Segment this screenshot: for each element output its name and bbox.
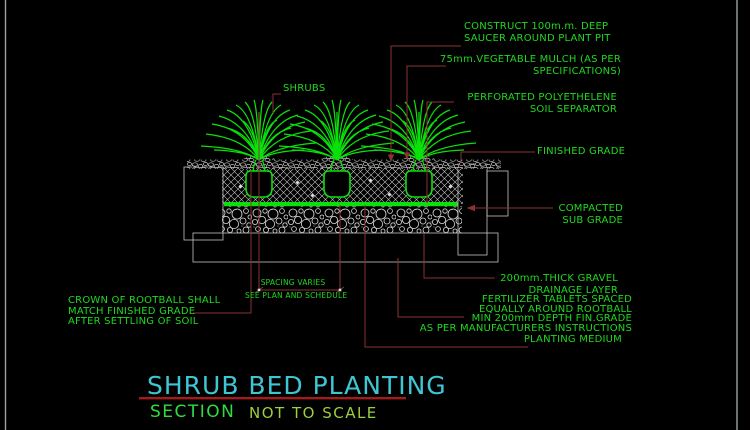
drawing-subtitle-scale: NOT TO SCALE [249,404,378,422]
mulch-band [187,155,501,169]
label-saucer: CONSTRUCT 100m.m. DEEP SAUCER AROUND PLA… [464,21,611,44]
label-planting-medium: PLANTING MEDIUM [523,334,622,345]
gravel-drainage-layer [222,206,462,234]
label-gravel: 200mm.THICK GRAVEL DRAINAGE LAYER [500,273,618,296]
label-shrubs: SHRUBS [283,83,326,94]
label-crown: CROWN OF ROOTBALL SHALL MATCH FINISHED G… [68,295,221,328]
leader-lines [193,45,553,348]
label-mulch: 75mm.VEGETABLE MULCH (AS PER SPECIFICATI… [439,54,621,77]
label-spacing-varies: SPACING VARIES [260,278,326,287]
soil-separator-line [224,202,458,207]
label-finished-grade: FINISHED GRADE [537,146,626,157]
label-see-plan: SEE PLAN AND SCHEDULE [245,291,348,300]
label-soil-separator: PERFORATED POLYETHELENE SOIL SEPARATOR [467,92,617,115]
sheet-border-lines [4,0,738,430]
spacing-dimension [254,286,345,294]
label-fertilizer: FERTILIZER TABLETS SPACED EQUALLY AROUND… [419,294,632,335]
title-underline [139,397,406,400]
label-sub-grade: COMPACTED SUB GRADE [558,203,623,226]
drawing-subtitle-section: SECTION [150,402,236,422]
drawing-title: SHRUB BED PLANTING [147,371,447,400]
